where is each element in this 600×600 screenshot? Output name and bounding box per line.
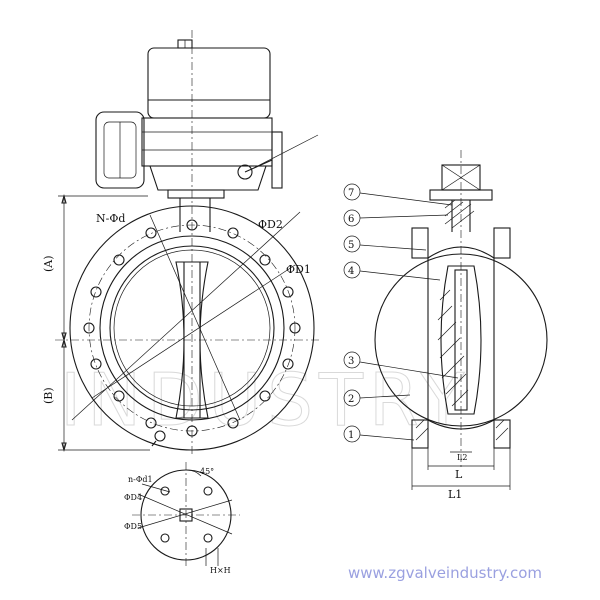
label-d5: ΦD5: [124, 522, 142, 531]
label-n-d1: n-Φd1: [128, 475, 153, 484]
label-n-d: N-Φd: [96, 212, 125, 225]
label-d1: ΦD1: [286, 263, 311, 276]
dim-label-l: L: [455, 468, 463, 481]
label-angle: 45°: [200, 467, 214, 476]
part-number-2: 2: [348, 394, 354, 405]
part-number-6: 6: [348, 214, 354, 225]
dim-label-b: (B): [42, 387, 55, 404]
label-d4: ΦD4: [124, 493, 142, 502]
label-hxh: H×H: [210, 566, 231, 575]
website-url[interactable]: www.zgvalveindustry.com: [348, 564, 542, 582]
dim-label-a: (A): [42, 255, 55, 272]
part-number-7: 7: [348, 188, 354, 199]
part-callouts: [343, 183, 459, 443]
dim-label-l2: L2: [457, 453, 467, 462]
bolt-holes: [83, 219, 301, 437]
part-number-3: 3: [348, 356, 354, 367]
part-number-4: 4: [348, 266, 354, 277]
part-number-1: 1: [348, 430, 354, 441]
part-number-5: 5: [348, 240, 354, 251]
dim-label-l1: L1: [448, 488, 462, 501]
mounting-flange-detail: [132, 462, 240, 566]
label-d2: ΦD2: [258, 218, 283, 231]
front-view: [55, 30, 320, 455]
side-view: [343, 150, 548, 490]
